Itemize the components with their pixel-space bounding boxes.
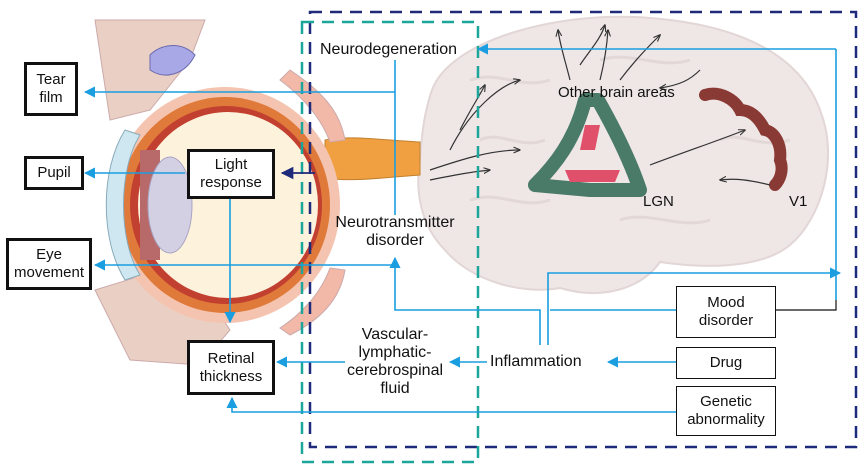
- pathway-arrow: [558, 30, 571, 81]
- mechanism-frame: [300, 20, 480, 464]
- lgn-label: LGN: [643, 193, 674, 210]
- lens: [147, 156, 193, 254]
- lgn-shape: [528, 93, 647, 197]
- pathway-arrow: [579, 25, 605, 66]
- pathway-arrow: [429, 150, 520, 171]
- mood-connector-line: [776, 300, 837, 311]
- brain-pathway-arrows: [429, 25, 771, 186]
- mood-disorder-box: Mood disorder: [676, 286, 776, 338]
- genetic-abnormality-box: Genetic abnormality: [676, 386, 776, 436]
- pathway-arrow: [449, 80, 520, 151]
- neurotransmitter-disorder-label: Neurotransmitter disorder: [335, 214, 455, 249]
- arrow-genetic-to-retina: [226, 396, 676, 413]
- eye-movement-box: Eye movement: [6, 238, 92, 290]
- connector-arrows: [83, 43, 842, 413]
- pupil-box: Pupil: [24, 156, 84, 190]
- lacrimal-gland: [149, 45, 196, 76]
- brain-gyri: [469, 55, 791, 225]
- other-brain-areas-label: Other brain areas: [558, 84, 675, 101]
- pathway-arrow: [660, 69, 701, 88]
- lgn-core-upper: [580, 125, 600, 150]
- vascular-lymphatic-label: Vascular- lymphatic- cerebrospinal fluid: [346, 326, 444, 397]
- lgn-core-lower: [565, 170, 620, 182]
- brain-region-frame: [308, 10, 858, 449]
- lgn-illustration: [528, 93, 647, 197]
- inflammation-label: Inflammation: [490, 353, 582, 370]
- light-response-box: Light response: [187, 149, 275, 199]
- cornea: [105, 129, 141, 281]
- tear-film-box: Tear film: [24, 62, 78, 116]
- arrow-inflammation-to-brain: [547, 267, 842, 345]
- lower-eye-muscle: [279, 267, 346, 336]
- pathway-arrow: [619, 35, 660, 81]
- arrow-inflammation-to-neurotransmitter: [389, 256, 541, 345]
- optic-nerve: [324, 137, 421, 181]
- drug-box: Drug: [676, 347, 776, 379]
- neurodegeneration-label: Neurodegeneration: [320, 41, 457, 58]
- pathway-arrow: [429, 170, 490, 181]
- retinal-thickness-box: Retinal thickness: [187, 340, 275, 395]
- pathway-arrow: [599, 30, 608, 81]
- v1-label: V1: [789, 193, 808, 210]
- pathway-arrow: [720, 179, 771, 186]
- v1-shape: [699, 87, 788, 191]
- pathway-arrow: [649, 130, 745, 166]
- pathway-arrow: [459, 85, 485, 131]
